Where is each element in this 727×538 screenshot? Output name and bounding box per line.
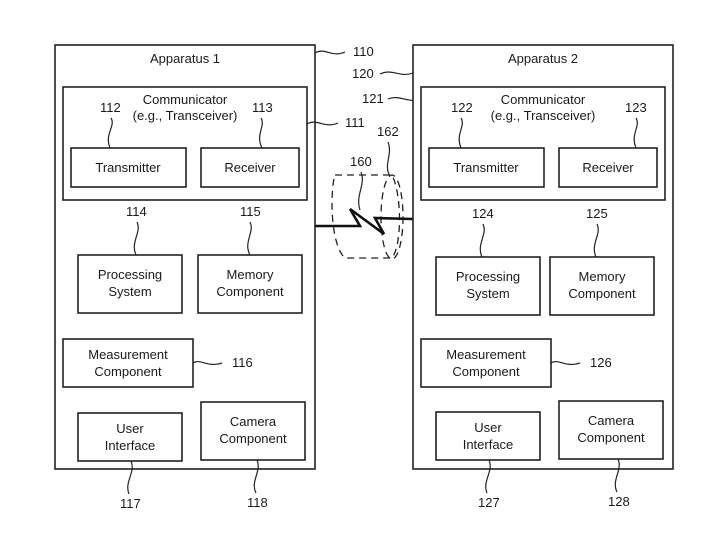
memory-2-leader — [593, 223, 599, 258]
apparatus-2: Apparatus 2 Communicator (e.g., Transcei… — [412, 44, 674, 510]
apparatus-1: Apparatus 1 Communicator (e.g., Transcei… — [54, 44, 316, 511]
camera-2-ref: 128 — [608, 494, 630, 509]
link-region-leader — [386, 141, 391, 177]
processing-2-ref: 124 — [472, 206, 494, 221]
processing-2-label-line1: Processing — [456, 269, 520, 284]
communicator-1-label-line1: Communicator — [143, 92, 228, 107]
processing-1-label-line2: System — [108, 284, 151, 299]
processing-1-leader — [133, 221, 139, 256]
user-interface-2-label-line2: Interface — [463, 437, 514, 452]
receiver-2-box — [558, 147, 658, 188]
measurement-2-ref: 126 — [590, 355, 612, 370]
memory-2-ref: 125 — [586, 206, 608, 221]
measurement-2-label-line1: Measurement — [446, 347, 526, 362]
receiver-2-ref: 123 — [625, 100, 647, 115]
user-interface-2-leader — [485, 459, 491, 494]
apparatus-2-leader — [379, 71, 414, 76]
transmitter-1-box — [70, 147, 187, 188]
apparatus-2-title: Apparatus 2 — [508, 51, 578, 66]
communicator-2-label-line1: Communicator — [501, 92, 586, 107]
memory-1-label-line2: Component — [216, 284, 284, 299]
measurement-2-label-line2: Component — [452, 364, 520, 379]
communicator-1-ref: 111 — [345, 115, 365, 130]
transmitter-2-leader — [458, 117, 463, 149]
memory-2-label-line2: Component — [568, 286, 636, 301]
transmitter-2-box — [428, 147, 545, 188]
processing-2-leader — [479, 223, 485, 258]
memory-1-label-line1: Memory — [227, 267, 274, 282]
communicator-2-label-line2: (e.g., Transceiver) — [491, 108, 596, 123]
processing-1-ref: 114 — [126, 204, 147, 219]
camera-1-label-line1: Camera — [230, 414, 277, 429]
camera-2-label-line1: Camera — [588, 413, 635, 428]
camera-1-box — [200, 401, 306, 461]
memory-2-box — [549, 256, 655, 316]
camera-2-label-line2: Component — [577, 430, 645, 445]
wireless-link: 160 162 — [315, 124, 414, 260]
user-interface-1-label-line2: Interface — [105, 438, 156, 453]
link-region-ref: 162 — [377, 124, 399, 139]
processing-2-box — [435, 256, 541, 316]
memory-1-box — [197, 254, 303, 314]
link-leader — [358, 171, 363, 211]
transmitter-2-ref: 122 — [451, 100, 473, 115]
lightning-bolt-icon — [315, 207, 414, 236]
link-region-outline — [331, 174, 401, 259]
measurement-2-box — [420, 338, 552, 388]
receiver-1-ref: 113 — [252, 100, 273, 115]
measurement-1-ref: 116 — [232, 355, 253, 370]
receiver-1-box — [200, 147, 300, 188]
receiver-1-label: Receiver — [224, 160, 276, 175]
apparatus-2-ref: 120 — [352, 66, 374, 81]
processing-1-label-line1: Processing — [98, 267, 162, 282]
receiver-2-label: Receiver — [582, 160, 634, 175]
measurement-1-leader — [192, 360, 223, 366]
apparatus-1-leader — [314, 50, 346, 55]
measurement-1-label-line2: Component — [94, 364, 162, 379]
transmitter-1-label: Transmitter — [95, 160, 161, 175]
apparatus-1-ref: 110 — [353, 44, 374, 59]
transmitter-1-ref: 112 — [100, 100, 121, 115]
link-ref: 160 — [350, 154, 372, 169]
user-interface-1-label-line1: User — [116, 421, 144, 436]
receiver-2-leader — [633, 117, 638, 149]
communicator-1-leader — [306, 121, 339, 126]
measurement-2-leader — [550, 360, 581, 366]
transmitter-2-label: Transmitter — [453, 160, 519, 175]
transmitter-1-leader — [107, 117, 113, 149]
memory-2-label-line1: Memory — [579, 269, 626, 284]
camera-2-box — [558, 400, 664, 460]
receiver-1-leader — [258, 117, 263, 149]
processing-2-label-line2: System — [466, 286, 509, 301]
user-interface-1-box — [77, 412, 183, 462]
apparatus-1-title: Apparatus 1 — [150, 51, 220, 66]
user-interface-2-box — [435, 411, 541, 461]
memory-1-leader — [247, 221, 252, 256]
user-interface-1-leader — [127, 460, 133, 495]
user-interface-2-ref: 127 — [478, 495, 500, 510]
camera-1-label-line2: Component — [219, 431, 287, 446]
camera-1-ref: 118 — [247, 495, 268, 510]
measurement-1-label-line1: Measurement — [88, 347, 168, 362]
communicator-2-ref: 121 — [362, 91, 384, 106]
camera-2-leader — [614, 458, 620, 493]
communicator-1-label-line2: (e.g., Transceiver) — [133, 108, 238, 123]
processing-1-box — [77, 254, 183, 314]
user-interface-1-ref: 117 — [120, 496, 141, 511]
user-interface-2-label-line1: User — [474, 420, 502, 435]
camera-1-leader — [253, 459, 259, 494]
memory-1-ref: 115 — [240, 204, 261, 219]
